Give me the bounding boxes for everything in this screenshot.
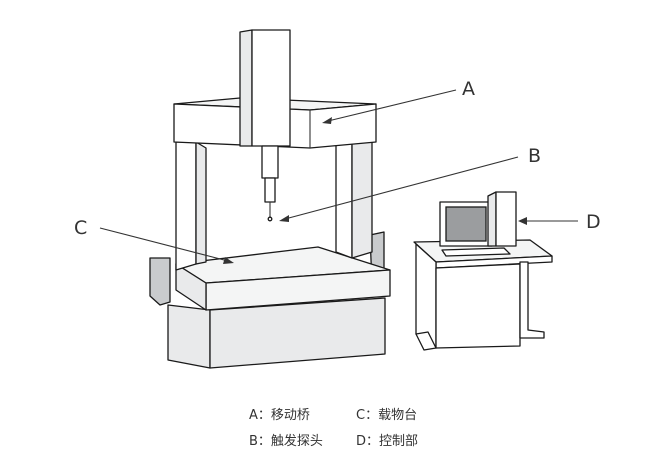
legend-item-c: C：载物台 bbox=[356, 408, 418, 423]
legend-item-d: D：控制部 bbox=[356, 434, 419, 449]
leaders bbox=[99, 89, 578, 264]
keyboard bbox=[441, 247, 511, 257]
callout-d: D bbox=[586, 211, 601, 233]
callout-a: A bbox=[462, 78, 475, 100]
machine-base-front bbox=[209, 297, 386, 369]
z-column-side bbox=[239, 29, 253, 147]
measuring-machine bbox=[149, 29, 391, 369]
callout-c: C bbox=[74, 217, 87, 239]
bridge-left-leg-side bbox=[195, 141, 207, 265]
probe-holder bbox=[261, 145, 279, 179]
desk-cabinet-front bbox=[435, 263, 521, 349]
bridge-left-leg bbox=[175, 141, 197, 271]
controller-tower-side bbox=[487, 191, 497, 247]
probe-shaft bbox=[264, 177, 276, 203]
z-column-front bbox=[251, 29, 291, 147]
desk-right-leg bbox=[519, 261, 545, 339]
callout-b: B bbox=[528, 145, 541, 167]
controller-tower-front bbox=[495, 191, 517, 247]
legend-item-b: B：触发探头 bbox=[249, 434, 323, 449]
machine-base bbox=[167, 304, 211, 369]
control-station bbox=[413, 191, 553, 351]
bridge-right-leg bbox=[335, 141, 353, 259]
desk-left-foot bbox=[415, 331, 437, 351]
monitor-screen bbox=[445, 206, 487, 242]
table-left-clamp bbox=[149, 257, 171, 306]
legend-item-a: A：移动桥 bbox=[249, 408, 310, 423]
probe-tip bbox=[267, 216, 273, 222]
stage-side bbox=[175, 263, 207, 311]
